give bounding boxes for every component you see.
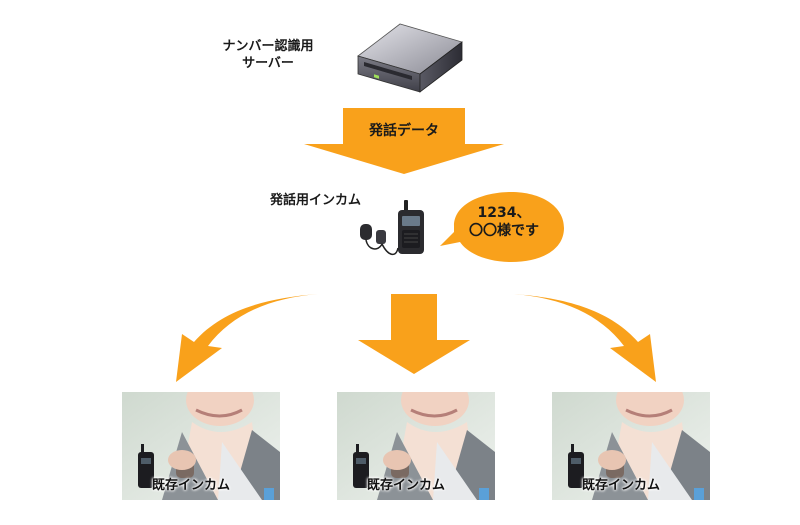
receiver-photo-2: 既存インカム: [337, 392, 495, 500]
receiver-label-1: 既存インカム: [152, 478, 231, 493]
receiver-photo-1: 既存インカム: [122, 392, 280, 500]
receiver-photo-3: 既存インカム: [552, 392, 710, 500]
speech-bubble-line1: 1234、: [477, 205, 531, 221]
receiver-label-3: 既存インカム: [582, 478, 661, 493]
speech-bubble-text: 1234、 〇〇様です: [446, 204, 562, 240]
left-curved-arrow: [176, 294, 318, 382]
speech-data-arrow: [304, 108, 504, 174]
server-label-line2: サーバー: [242, 56, 294, 71]
right-curved-arrow: [514, 294, 656, 382]
speech-bubble: [440, 192, 564, 262]
receiver-label-2: 既存インカム: [367, 478, 446, 493]
walkie-talkie-icon: [360, 200, 424, 256]
speech-bubble-line2: 〇〇様です: [469, 223, 539, 239]
transmitter-label: 発話用インカム: [270, 193, 362, 208]
center-down-arrow: [358, 294, 470, 374]
person-with-walkie-talkie-image: [552, 392, 710, 500]
server-label-line1: ナンバー認識用: [222, 39, 314, 54]
server-icon: [357, 23, 463, 93]
person-with-walkie-talkie-image: [337, 392, 495, 500]
server-label: ナンバー認識用 サーバー: [208, 38, 328, 72]
person-with-walkie-talkie-image: [122, 392, 280, 500]
speech-data-label: 発話データ: [369, 123, 439, 139]
